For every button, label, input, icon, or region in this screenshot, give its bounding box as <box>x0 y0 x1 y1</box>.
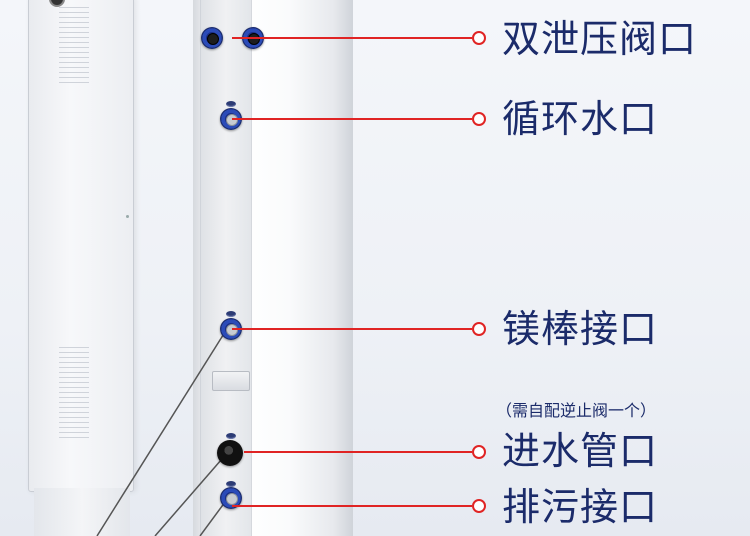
leader-line-relief <box>232 37 472 39</box>
label-circulation-water-port: 循环水口 <box>502 97 659 141</box>
pipe-line-2 <box>154 451 229 536</box>
tank-nameplate <box>212 371 250 391</box>
drain-port <box>220 487 242 509</box>
label-water-inlet-port: 进水管口 <box>502 429 659 473</box>
circulation-water-port <box>220 108 242 130</box>
circulation-port-cap <box>226 101 236 107</box>
label-relief-valve-port: 双泄压阀口 <box>502 17 698 61</box>
note-check-valve: （需自配逆止阀一个） <box>496 401 657 420</box>
leader-end-ring-drain <box>472 499 486 513</box>
panel-screw <box>126 215 129 218</box>
upper-vent-grille <box>59 7 89 83</box>
leader-line-inlet <box>244 451 472 453</box>
heat-pump-side-panel <box>28 0 134 492</box>
relief-valve-port-left <box>201 27 223 49</box>
leader-end-ring-anode <box>472 322 486 336</box>
leader-line-anode <box>232 328 472 330</box>
label-magnesium-rod-port: 镁棒接口 <box>502 307 659 351</box>
label-drain-port: 排污接口 <box>502 485 659 529</box>
magnesium-rod-port <box>220 318 242 340</box>
drain-port-cap <box>226 481 236 487</box>
water-inlet-port <box>217 440 243 466</box>
anode-port-cap <box>226 311 236 317</box>
inlet-port-cap <box>226 433 236 439</box>
unit-base <box>34 488 130 536</box>
pipe-line-1 <box>96 331 226 536</box>
leader-line-circulation <box>232 118 472 120</box>
leader-line-drain <box>232 505 472 507</box>
leader-end-ring-circulation <box>472 112 486 126</box>
leader-end-ring-relief <box>472 31 486 45</box>
lower-vent-grille <box>59 347 89 442</box>
leader-end-ring-inlet <box>472 445 486 459</box>
